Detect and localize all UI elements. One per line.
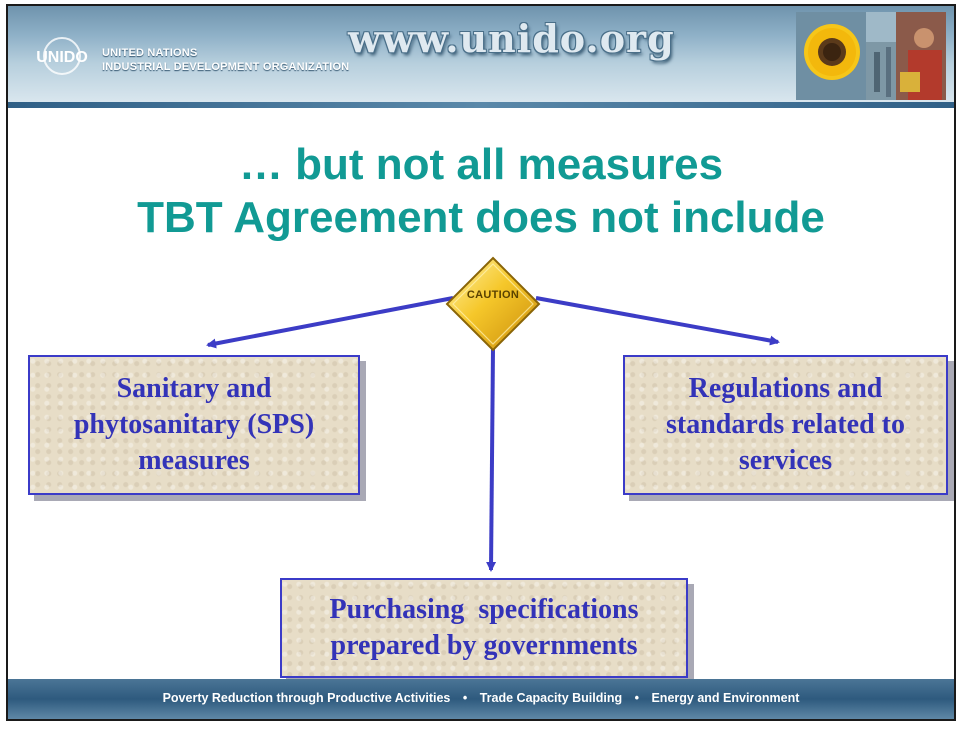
footer-tagline: Poverty Reduction through Productive Act… — [8, 691, 954, 705]
box-sps-measures: Sanitary and phytosanitary (SPS) measure… — [28, 355, 360, 495]
slide: UNIDO UNITED NATIONS INDUSTRIAL DEVELOPM… — [6, 4, 956, 721]
box-purchasing-specifications: Purchasing specifications prepared by go… — [280, 578, 688, 678]
box-sps-line-3: measures — [138, 445, 250, 476]
website-url: www.unido.org — [348, 16, 675, 61]
header-divider — [8, 102, 954, 108]
box-services-line-3: services — [738, 445, 833, 476]
box-purchasing-line-2: prepared by governments — [330, 630, 638, 661]
org-line-2: INDUSTRIAL DEVELOPMENT ORGANIZATION — [102, 61, 350, 73]
org-line-1: UNITED NATIONS — [102, 47, 198, 59]
box-service-regulations: Regulations and standards related to ser… — [623, 355, 948, 495]
slide-title-line-2: TBT Agreement does not include — [137, 193, 825, 242]
header-banner: UNIDO UNITED NATIONS INDUSTRIAL DEVELOPM… — [8, 6, 954, 102]
box-services-line-2: standards related to — [665, 409, 906, 440]
footer-item-2: Trade Capacity Building — [479, 691, 623, 705]
logo-word: UNIDO — [36, 49, 88, 66]
slide-title-line-1: … but not all measures — [238, 140, 724, 189]
footer-separator: • — [462, 691, 468, 705]
box-sps-line-1: Sanitary and — [116, 373, 272, 404]
footer-separator: • — [634, 691, 639, 705]
footer-item-3: Energy and Environment — [651, 691, 800, 705]
header-photos-icon — [796, 12, 946, 100]
arrow-to-sps — [206, 296, 454, 349]
box-purchasing-line-1: Purchasing specifications — [329, 594, 639, 625]
footer-item-1: Poverty Reduction through Productive Act… — [162, 691, 451, 705]
caution-diamond-icon — [445, 256, 541, 352]
box-sps-line-2: phytosanitary (SPS) — [73, 409, 315, 440]
organization-name: UNITED NATIONS INDUSTRIAL DEVELOPMENT OR… — [102, 46, 349, 74]
arrow-to-services — [535, 296, 780, 346]
caution-label: CAUTION — [466, 289, 520, 301]
arrow-to-purchasing — [486, 347, 497, 572]
unido-logo-icon: UNIDO — [36, 37, 88, 75]
box-services-line-1: Regulations and — [688, 373, 883, 404]
footer-banner: Poverty Reduction through Productive Act… — [8, 679, 954, 719]
